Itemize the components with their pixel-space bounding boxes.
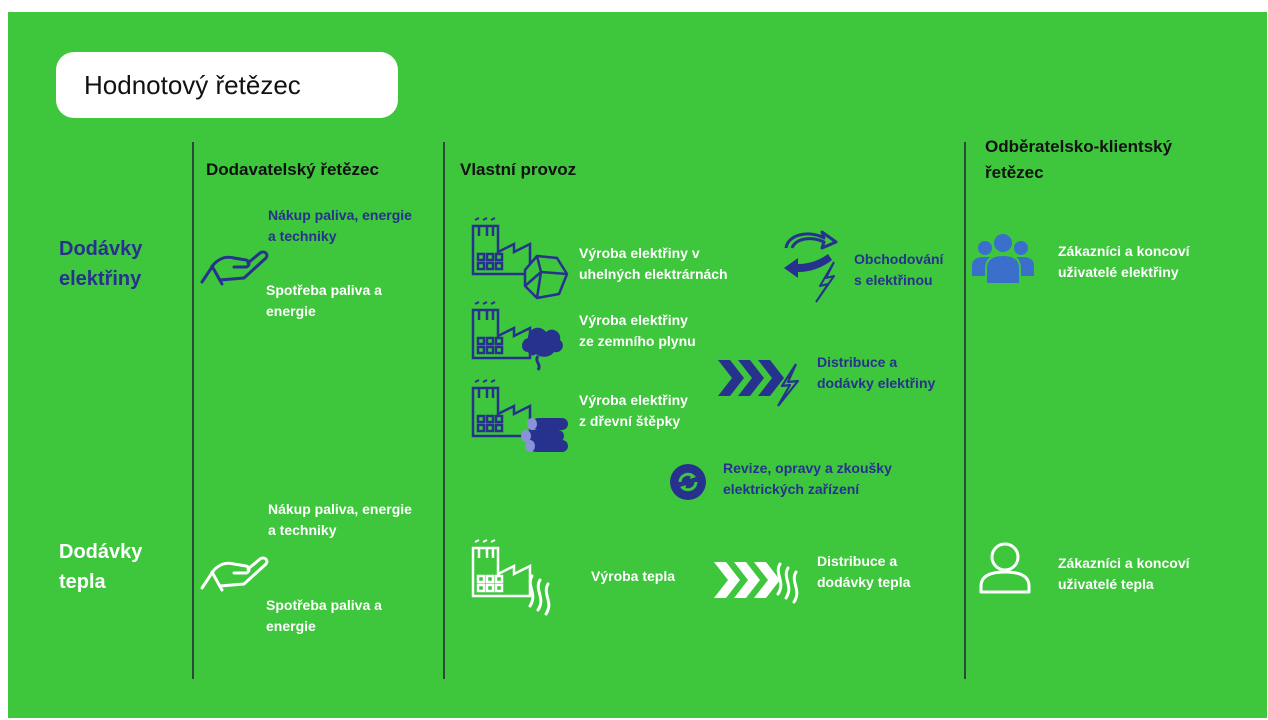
wood-production-line1: Výroba elektřiny [579,392,688,408]
factory-icon [471,539,532,598]
electricity-customers-label: Zákazníci a koncoví uživatelé elektřiny [1058,241,1190,283]
heat-consumption-label: Spotřeba paliva a energie [266,595,382,637]
factory-icon [471,217,532,276]
electricity-consumption-line1: Spotřeba paliva a [266,282,382,298]
hand-icon [200,556,269,592]
maintenance-line1: Revize, opravy a zkoušky [723,460,892,476]
value-chain-slide: Hodnotový řetězec Dodavatelský řetězec V… [8,12,1267,718]
row-label-electricity-line1: Dodávky [59,238,143,260]
coal-production-line2: uhelných elektrárnách [579,266,728,282]
maintenance-icon [670,464,706,500]
page-title: Hodnotový řetězec [84,70,301,100]
trading-line2: s elektřinou [854,272,933,288]
trading-arrows-icon [784,230,838,303]
heat-purchase-label: Nákup paliva, energie a techniky [268,499,412,541]
row-label-heat-line1: Dodávky [59,541,143,563]
electricity-purchase-line2: a techniky [268,228,337,244]
heat-distribution-label: Distribuce a dodávky tepla [817,551,910,593]
heat-customers-line2: uživatelé tepla [1058,576,1154,592]
chevrons-icon [718,360,784,396]
heat-customers-line1: Zákazníci a koncoví [1058,555,1190,571]
trading-label: Obchodování s elektřinou [854,249,943,291]
row-label-heat-line2: tepla [59,571,106,593]
electricity-customers-line1: Zákazníci a koncoví [1058,243,1190,259]
coal-production-line1: Výroba elektřiny v [579,245,700,261]
electricity-distribution-line1: Distribuce a [817,354,898,370]
heat-waves-icon [528,574,551,616]
electricity-distribution-label: Distribuce a dodávky elektřiny [817,352,935,394]
factory-icon [471,379,532,438]
gas-production-line2: ze zemního plynu [579,333,696,349]
heat-consumption-line1: Spotřeba paliva a [266,597,382,613]
heat-consumption-line2: energie [266,618,316,634]
row-label-electricity-line2: elektřiny [59,268,142,290]
heat-customers-label: Zákazníci a koncoví uživatelé tepla [1058,553,1190,595]
heat-purchase-line2: a techniky [268,522,337,538]
title-box: Hodnotový řetězec [56,52,398,118]
electricity-purchase-label: Nákup paliva, energie a techniky [268,205,412,247]
separator-1 [192,142,194,679]
wood-production-line2: z dřevní štěpky [579,413,681,429]
column-header-operations: Vlastní provoz [460,160,577,179]
electricity-purchase-line1: Nákup paliva, energie [268,207,412,223]
coal-production-label: Výroba elektřiny v uhelných elektrárnách [579,243,728,285]
electricity-consumption-line2: energie [266,303,316,319]
maintenance-label: Revize, opravy a zkoušky elektrických za… [723,458,892,500]
lightning-icon [777,363,800,407]
electricity-customers-line2: uživatelé elektřiny [1058,264,1179,280]
hand-icon [200,250,269,286]
column-header-customer-line1: Odběratelsko-klientský [985,137,1173,156]
electricity-consumption-label: Spotřeba paliva a energie [266,280,382,322]
row-label-electricity: Dodávky elektřiny [59,234,142,294]
electricity-distribution-line2: dodávky elektřiny [817,375,936,391]
wood-production-label: Výroba elektřiny z dřevní štěpky [579,390,688,432]
column-header-customer-line2: řetězec [985,163,1044,182]
heat-production-label: Výroba tepla [591,568,676,584]
row-label-heat: Dodávky tepla [59,537,142,597]
user-icon [979,542,1031,594]
maintenance-line2: elektrických zařízení [723,481,860,497]
heat-purchase-line1: Nákup paliva, energie [268,501,412,517]
factory-icon [471,301,532,360]
trading-line1: Obchodování [854,251,944,267]
separator-2 [443,142,445,679]
column-header-supply: Dodavatelský řetězec [206,160,379,179]
gas-production-line1: Výroba elektřiny [579,312,688,328]
wood-logs-icon [521,418,568,452]
gas-production-label: Výroba elektřiny ze zemního plynu [579,310,696,352]
heat-distribution-line2: dodávky tepla [817,574,911,590]
heat-distribution-line1: Distribuce a [817,553,898,569]
column-header-customer: Odběratelsko-klientský řetězec [985,134,1172,186]
chevrons-icon [714,562,780,598]
separator-3 [964,142,966,679]
coal-icon [523,254,569,300]
gas-cloud-icon [522,327,563,371]
customers-group-icon [972,232,1034,285]
heat-waves-icon [776,562,799,604]
